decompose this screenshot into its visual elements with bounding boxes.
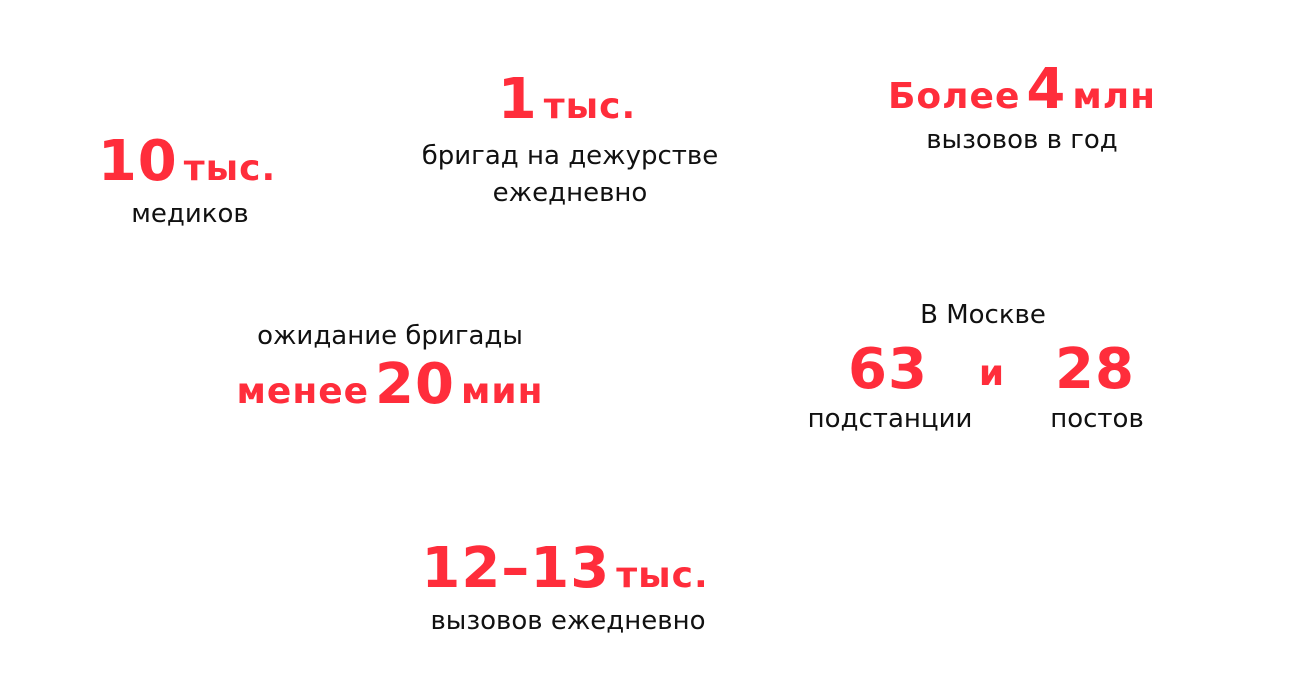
stat-unit: млн <box>1072 76 1157 117</box>
stat-unit: тыс. <box>183 148 277 189</box>
posts-number: 28 <box>1055 337 1135 402</box>
stat-number: 12–13 <box>421 536 611 601</box>
stat-unit: мин <box>460 371 544 412</box>
stat-unit: тыс. <box>616 555 709 596</box>
stat-caption: вызовов в год <box>926 125 1118 155</box>
stat-caption: медиков <box>131 199 249 229</box>
conjunction: и <box>978 353 1006 394</box>
stat-caption: бригад на дежурстве <box>421 141 719 171</box>
substations-label: подстанции <box>807 404 973 434</box>
stat-unit: тыс. <box>543 86 637 127</box>
posts-label: постов <box>1050 404 1144 434</box>
stat-caption: ежедневно <box>492 178 648 208</box>
stat-prefix: Более <box>887 76 1021 117</box>
stat-prefix: менее <box>236 371 370 412</box>
stat-number: 10 <box>97 129 178 194</box>
moscow-title: В Москве <box>920 300 1046 330</box>
stat-number: 20 <box>375 352 455 417</box>
stat-number: 1 <box>497 67 538 132</box>
stat-caption: ожидание бригады <box>257 321 523 351</box>
stat-caption: вызовов ежедневно <box>430 606 706 636</box>
substations-number: 63 <box>848 337 928 402</box>
stat-number: 4 <box>1026 57 1067 122</box>
